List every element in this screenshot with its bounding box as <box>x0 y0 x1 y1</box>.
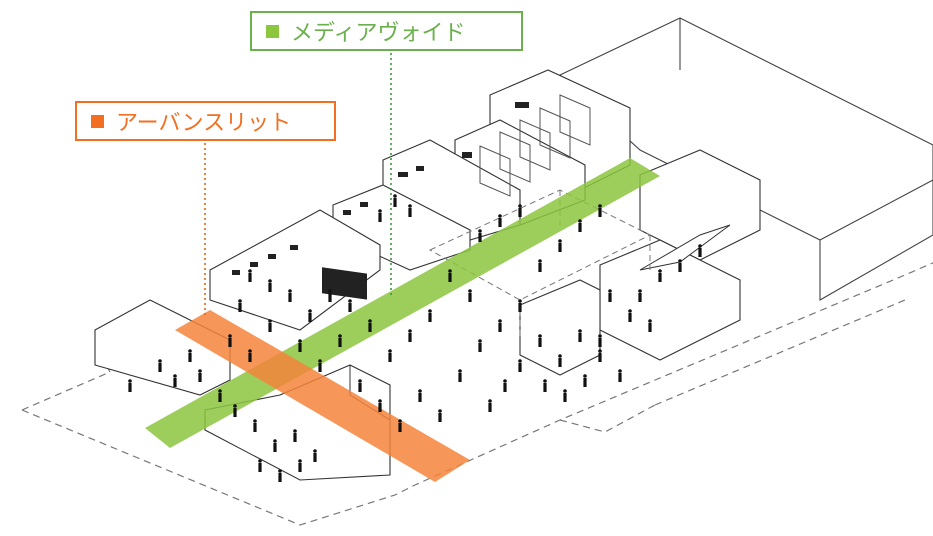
person-figure <box>338 334 342 347</box>
media-void-text: メディアヴォイド <box>291 21 466 46</box>
person-figure <box>358 379 362 392</box>
person-figure <box>418 389 422 402</box>
person-figure <box>398 419 402 432</box>
person-figure <box>578 219 582 232</box>
annex-rooms <box>519 149 761 376</box>
person-figure <box>563 389 567 402</box>
person-figure <box>293 429 297 442</box>
person-figure <box>308 309 312 322</box>
person-figure <box>368 319 372 332</box>
green-square-icon <box>266 24 279 38</box>
people-silhouettes <box>128 194 702 482</box>
person-figure <box>408 204 412 217</box>
person-figure <box>173 374 177 387</box>
person-figure <box>328 289 332 302</box>
person-figure <box>598 204 602 217</box>
person-figure <box>538 259 542 272</box>
person-figure <box>388 349 392 362</box>
person-figure <box>658 269 662 282</box>
person-figure <box>378 209 382 222</box>
urban-slit-label: アーバンスリット <box>75 101 336 141</box>
person-figure <box>628 309 632 322</box>
person-figure <box>248 349 252 362</box>
person-figure <box>543 379 547 392</box>
person-figure <box>268 279 272 292</box>
artwork-panels <box>232 102 529 300</box>
person-figure <box>158 359 162 372</box>
person-figure <box>503 379 507 392</box>
person-figure <box>518 299 522 312</box>
person-figure <box>273 439 277 452</box>
person-figure <box>498 319 502 332</box>
glass-screens <box>479 94 591 197</box>
person-figure <box>518 359 522 372</box>
person-figure <box>268 319 272 332</box>
person-figure <box>478 339 482 352</box>
person-figure <box>518 204 522 217</box>
person-figure <box>468 289 472 302</box>
person-figure <box>488 399 492 412</box>
media-void-label: メディアヴォイド <box>250 11 523 51</box>
person-figure <box>608 289 612 302</box>
person-figure <box>598 349 602 362</box>
person-figure <box>558 239 562 252</box>
person-figure <box>238 299 242 312</box>
person-figure <box>313 449 317 462</box>
person-figure <box>318 359 322 372</box>
orange-square-icon <box>91 114 104 128</box>
person-figure <box>278 469 282 482</box>
person-figure <box>458 369 462 382</box>
person-figure <box>438 409 442 422</box>
person-figure <box>378 399 382 412</box>
person-figure <box>228 334 232 347</box>
person-figure <box>188 349 192 362</box>
person-figure <box>598 334 602 347</box>
person-figure <box>408 329 412 342</box>
person-figure <box>218 389 222 402</box>
person-figure <box>583 374 587 387</box>
person-figure <box>288 289 292 302</box>
person-figure <box>348 299 352 312</box>
person-figure <box>538 334 542 347</box>
person-figure <box>478 229 482 242</box>
person-figure <box>128 379 132 392</box>
person-figure <box>233 404 237 417</box>
person-figure <box>618 369 622 382</box>
person-figure <box>198 369 202 382</box>
person-figure <box>698 244 702 257</box>
person-figure <box>248 269 252 282</box>
person-figure <box>448 269 452 282</box>
site-boundary <box>21 262 933 526</box>
person-figure <box>258 459 262 472</box>
person-figure <box>578 329 582 342</box>
person-figure <box>298 459 302 472</box>
person-figure <box>638 289 642 302</box>
person-figure <box>298 339 302 352</box>
urban-slit-text: アーバンスリット <box>116 111 292 136</box>
site-boundary-right <box>654 299 906 406</box>
person-figure <box>498 214 502 227</box>
person-figure <box>558 354 562 367</box>
site-boundary-inner <box>559 404 656 433</box>
person-figure <box>428 309 432 322</box>
person-figure <box>678 259 682 272</box>
person-figure <box>648 319 652 332</box>
person-figure <box>253 419 257 432</box>
person-figure <box>393 194 397 207</box>
